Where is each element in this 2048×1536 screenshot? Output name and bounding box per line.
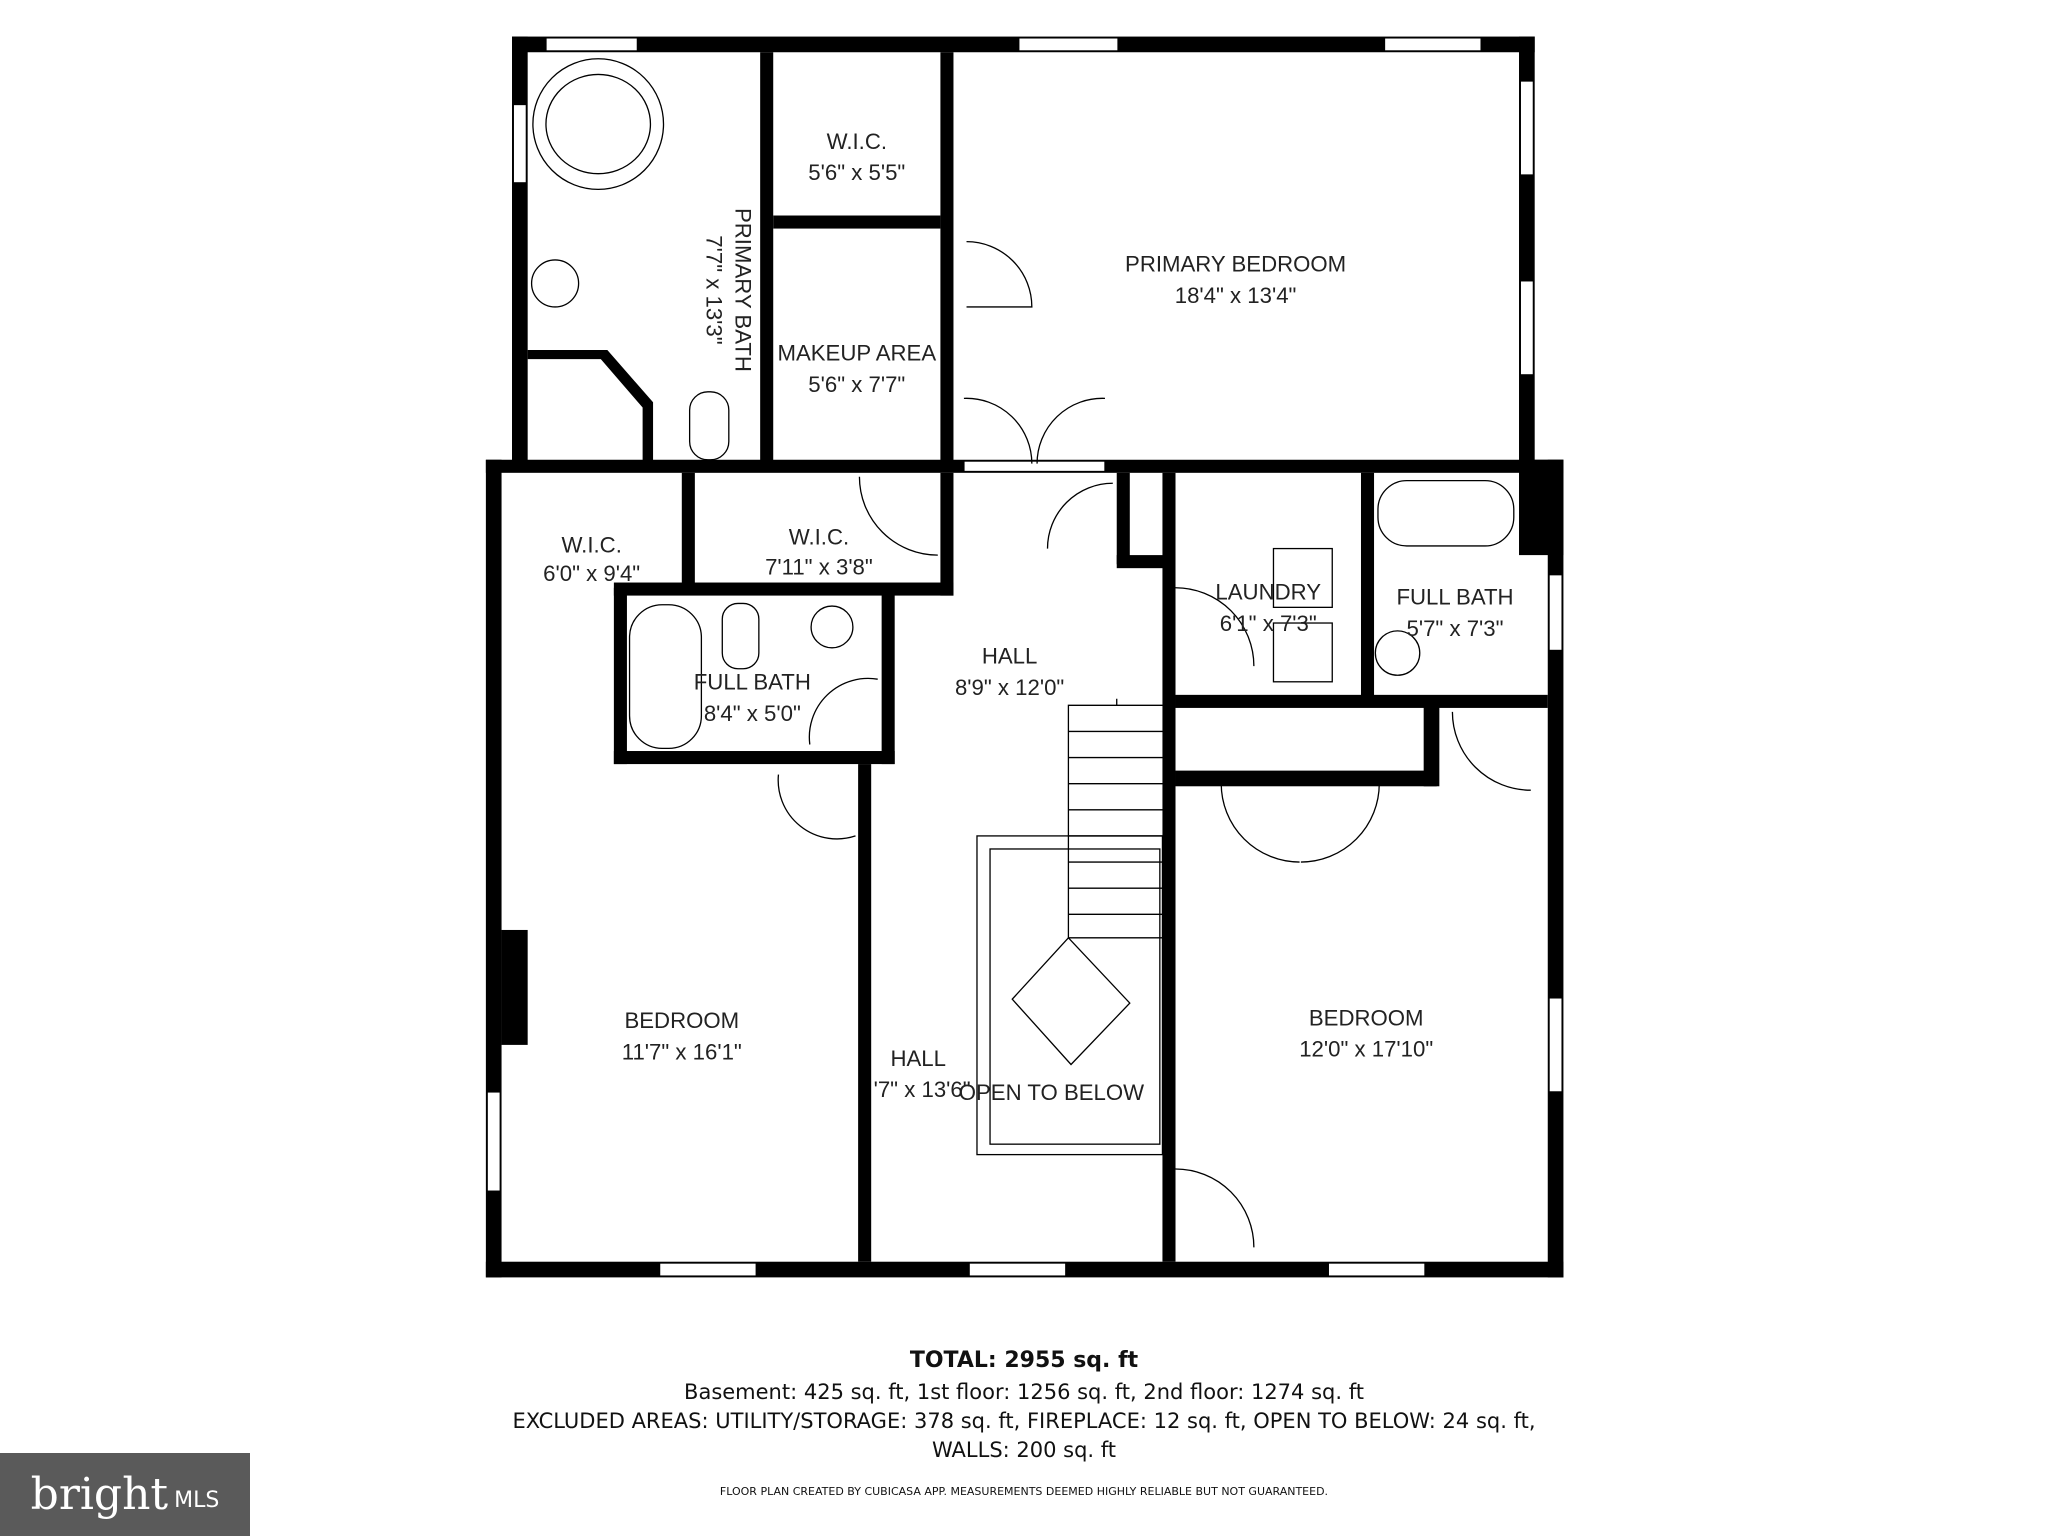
logo-suffix: MLS xyxy=(174,1488,220,1513)
total-area: TOTAL: 2955 sq. ft xyxy=(909,1348,1139,1373)
excluded-areas: EXCLUDED AREAS: UTILITY/STORAGE: 378 sq.… xyxy=(512,1409,1536,1433)
room-name: LAUNDRY xyxy=(1215,580,1321,605)
room-size: 12'0" x 17'10" xyxy=(1299,1037,1433,1062)
room-name: FULL BATH xyxy=(1396,585,1513,610)
room-size: 7'7" x 13'3" xyxy=(702,235,727,344)
fixtures xyxy=(530,58,1531,1248)
room-labels: W.I.C. 5'6" x 5'5" PRIMARY BEDROOM 18'4"… xyxy=(543,129,1513,1105)
room-size: 6'0" x 9'4" xyxy=(543,561,640,586)
room-name: OPEN TO BELOW xyxy=(959,1080,1144,1105)
room-name: MAKEUP AREA xyxy=(777,340,936,365)
room-size: 11'7" x 16'1" xyxy=(622,1039,742,1064)
room-size: 8'9" x 12'0" xyxy=(955,675,1064,700)
walls-area: WALLS: 200 sq. ft xyxy=(931,1438,1117,1462)
room-size: 5'6" x 5'5" xyxy=(808,160,905,185)
room-name: W.I.C. xyxy=(789,525,849,550)
room-name: HALL xyxy=(982,644,1038,669)
room-size: 5'6" x 7'7" xyxy=(808,372,905,397)
room-name: PRIMARY BEDROOM xyxy=(1125,252,1346,277)
room-size: 5'7" x 7'3" xyxy=(1407,616,1504,641)
room-size: 8'4" x 5'0" xyxy=(704,701,801,726)
windows xyxy=(486,37,1563,1277)
logo-brand: bright xyxy=(30,1469,169,1520)
room-name: PRIMARY BATH xyxy=(730,208,755,372)
fireplace xyxy=(501,929,528,1045)
room-name: BEDROOM xyxy=(1309,1005,1424,1030)
room-name: W.I.C. xyxy=(827,129,887,154)
room-name: FULL BATH xyxy=(694,670,811,695)
room-size: 6'1" x 7'3" xyxy=(1220,611,1317,636)
room-name: BEDROOM xyxy=(624,1008,739,1033)
room-size: '7" x 13'6" xyxy=(874,1077,971,1102)
room-name: HALL xyxy=(890,1046,946,1071)
room-name: W.I.C. xyxy=(561,532,621,557)
room-size: 7'11" x 3'8" xyxy=(765,555,873,580)
room-size: 18'4" x 13'4" xyxy=(1175,283,1297,308)
floor-areas: Basement: 425 sq. ft, 1st floor: 1256 sq… xyxy=(684,1380,1364,1404)
bright-mls-logo: bright MLS xyxy=(0,1453,250,1536)
disclaimer: FLOOR PLAN CREATED BY CUBICASA APP. MEAS… xyxy=(719,1485,1329,1498)
